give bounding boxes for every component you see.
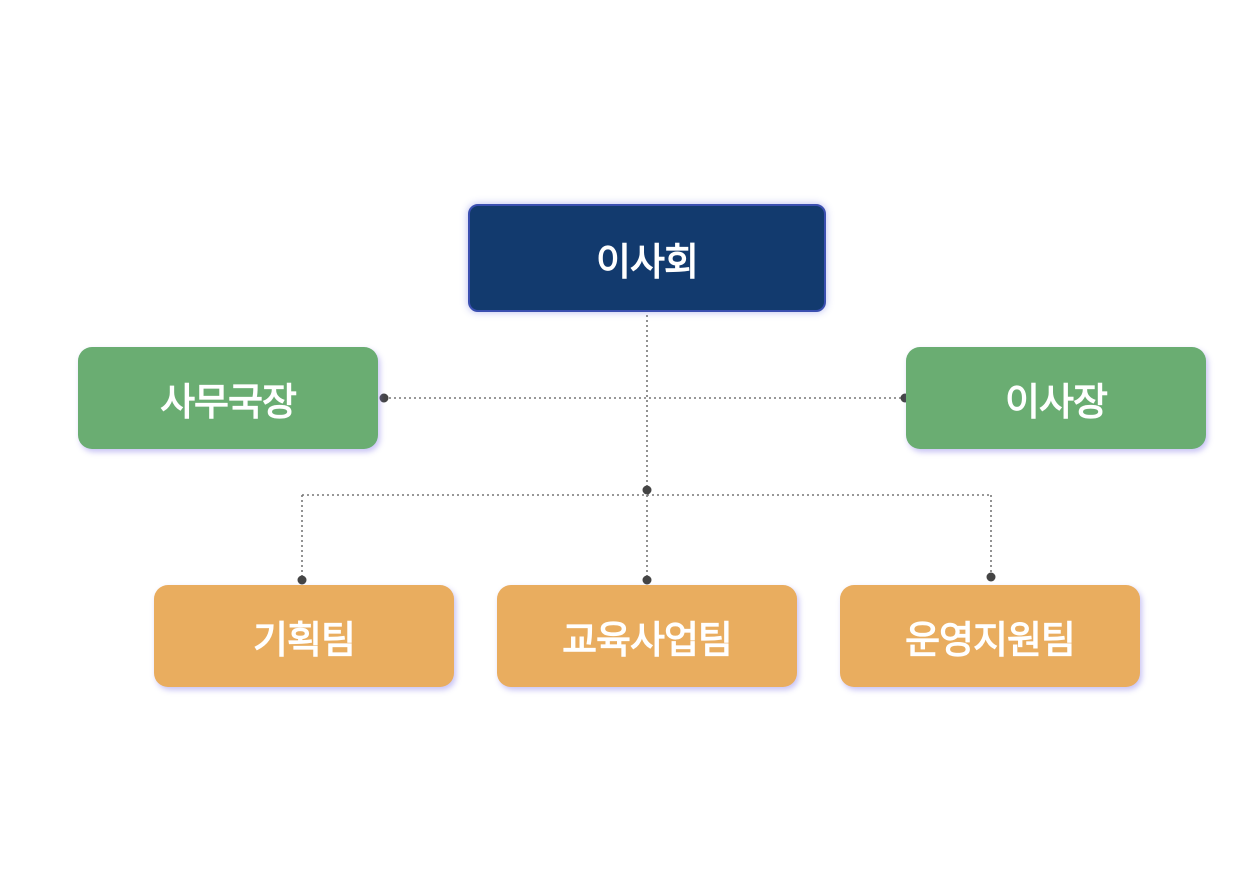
junction-dot-team-3 xyxy=(986,572,996,582)
junction-dot-team-2 xyxy=(642,575,652,585)
board-label: 이사회 xyxy=(596,239,699,284)
junction-dot-bus xyxy=(642,485,652,495)
operations-team-node: 운영지원팀 xyxy=(840,585,1140,687)
education-team-node: 교육사업팀 xyxy=(497,585,797,687)
planning-team-label: 기획팀 xyxy=(253,617,356,662)
junction-dot-team-1 xyxy=(297,575,307,585)
operations-team-label: 운영지원팀 xyxy=(905,617,1076,662)
junction-dot-left-exec xyxy=(379,393,389,403)
planning-team-node: 기획팀 xyxy=(154,585,454,687)
secretary-general-node: 사무국장 xyxy=(78,347,378,449)
education-team-label: 교육사업팀 xyxy=(562,617,733,662)
chairman-label: 이사장 xyxy=(1005,379,1108,424)
secretary-general-label: 사무국장 xyxy=(160,379,297,424)
chairman-node: 이사장 xyxy=(906,347,1206,449)
board-node: 이사회 xyxy=(468,204,826,312)
